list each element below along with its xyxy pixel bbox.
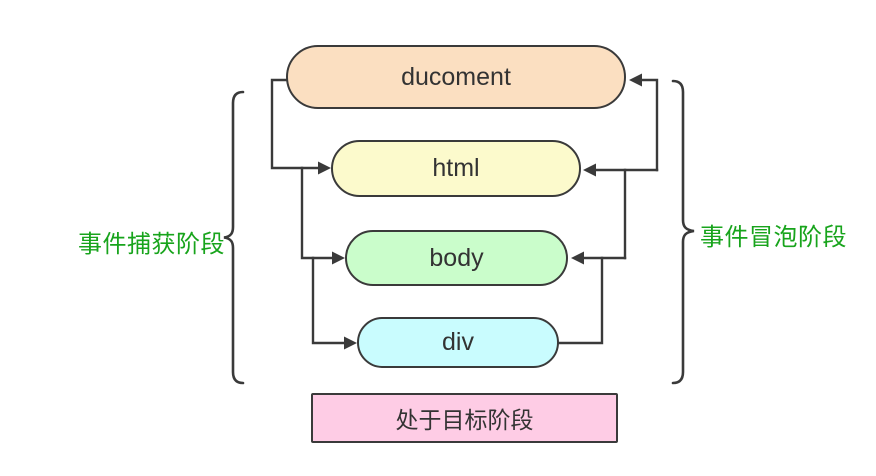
bubble-arrow-into-document-icon [629, 73, 642, 87]
node-div-label: div [442, 328, 474, 356]
capture-flow-lines [270, 78, 357, 350]
node-document: ducoment [286, 45, 626, 109]
node-target-phase: 处于目标阶段 [311, 393, 618, 443]
bubble-arrow-into-html-icon [583, 163, 596, 177]
node-document-label: ducoment [401, 62, 511, 91]
bubble-flow-lines [556, 73, 659, 345]
capture-arrow-into-body-icon [332, 251, 345, 265]
node-html: html [331, 140, 581, 197]
capture-phase-label: 事件捕获阶段 [78, 231, 225, 258]
capture-arrow-into-div-icon [344, 336, 357, 350]
bubble-phase-label: 事件冒泡阶段 [700, 224, 847, 251]
bubble-brace [671, 79, 695, 385]
node-div: div [357, 317, 559, 368]
node-body-label: body [429, 243, 484, 272]
node-body: body [345, 230, 568, 286]
node-target-phase-label: 处于目标阶段 [395, 407, 534, 433]
node-html-label: html [432, 154, 480, 182]
capture-arrow-into-html-icon [318, 161, 331, 175]
bubble-arrow-into-body-icon [571, 251, 584, 265]
capture-brace [223, 90, 245, 385]
